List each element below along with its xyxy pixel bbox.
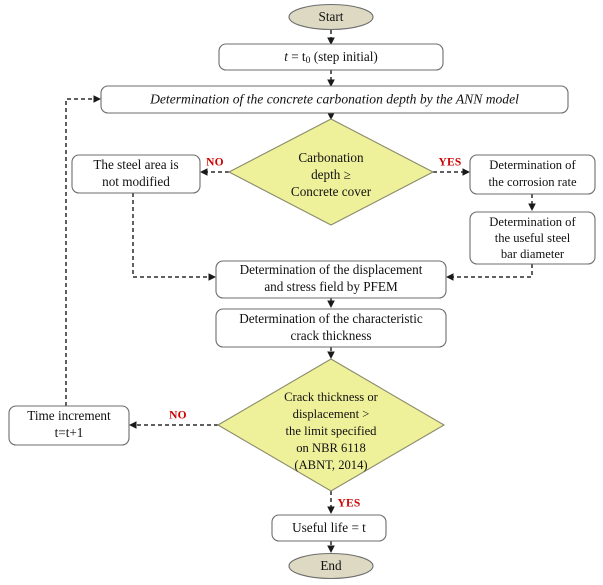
pfem-line-2: and stress field by PFEM bbox=[264, 279, 398, 294]
branch-label-carbonation-no: NO bbox=[206, 157, 224, 169]
edge-limit-no bbox=[129, 421, 218, 429]
edge-corrosion-to-diameter bbox=[528, 194, 536, 211]
end-ellipse bbox=[288, 552, 374, 580]
node-end[interactable]: End bbox=[288, 552, 374, 580]
edge-step-to-ann bbox=[327, 70, 335, 87]
edge-diameter-to-pfem bbox=[446, 264, 533, 281]
node-time-increment[interactable]: Time increment t=t+1 bbox=[8, 405, 130, 446]
node-ann-model[interactable]: Determination of the concrete carbonatio… bbox=[100, 85, 569, 114]
node-pfem[interactable]: Determination of the displacement and st… bbox=[215, 260, 447, 299]
edges-layer bbox=[65, 30, 536, 553]
node-crack-thickness[interactable]: Determination of the characteristic crac… bbox=[215, 308, 447, 348]
carbonation-line-1: Carbonation bbox=[298, 150, 364, 165]
carbonation-line-2: depth ≥ bbox=[311, 167, 351, 182]
edge-useful-life-to-end bbox=[327, 541, 335, 553]
node-steel-bar-diameter[interactable]: Determination of the useful steel bar di… bbox=[469, 211, 596, 265]
limit-line-5: (ABNT, 2014) bbox=[294, 458, 367, 472]
edge-limit-yes bbox=[327, 491, 335, 514]
node-steel-area-unmodified[interactable]: The steel area is not modified bbox=[71, 154, 201, 194]
corrosion-rate-box bbox=[469, 154, 596, 195]
pfem-line-1: Determination of the displacement bbox=[240, 262, 423, 277]
branch-label-carbonation-yes: YES bbox=[439, 157, 462, 169]
start-label: Start bbox=[319, 9, 344, 24]
step-initial-label: t = t0 (step initial) bbox=[284, 49, 378, 66]
ann-model-label: Determination of the concrete carbonatio… bbox=[149, 92, 519, 107]
steel-bar-diameter-box bbox=[469, 211, 596, 265]
node-carbonation-decision[interactable]: Carbonation depth ≥ Concrete cover bbox=[227, 118, 435, 226]
node-corrosion-rate[interactable]: Determination of the corrosion rate bbox=[469, 154, 596, 195]
carbonation-line-3: Concrete cover bbox=[291, 184, 372, 199]
steel-area-box bbox=[71, 154, 201, 194]
edge-time-increment-to-ann bbox=[65, 95, 101, 406]
edge-crack-to-limit bbox=[327, 347, 335, 359]
end-label: End bbox=[320, 558, 342, 573]
steel-bar-diameter-line-2: the useful steel bbox=[495, 231, 571, 245]
pfem-box bbox=[215, 260, 447, 299]
steel-area-line-1: The steel area is bbox=[93, 157, 178, 172]
time-increment-line-1: Time increment bbox=[27, 408, 111, 423]
steel-bar-diameter-line-3: bar diameter bbox=[501, 247, 565, 261]
node-useful-life[interactable]: Useful life = t bbox=[271, 514, 387, 542]
steel-area-line-2: not modified bbox=[102, 174, 170, 189]
limit-line-4: on NBR 6118 bbox=[296, 441, 366, 455]
limit-line-3: the limit specified bbox=[286, 424, 378, 438]
crack-thickness-box bbox=[215, 308, 447, 348]
corrosion-rate-line-1: Determination of bbox=[489, 158, 576, 172]
node-start[interactable]: Start bbox=[288, 3, 374, 31]
edge-carbonation-yes bbox=[433, 168, 470, 176]
branch-labels-layer: NO YES NO YES bbox=[169, 157, 461, 510]
step-initial-box bbox=[218, 43, 444, 71]
useful-life-label: Useful life = t bbox=[292, 520, 366, 535]
node-step-initial[interactable]: t = t0 (step initial) bbox=[218, 43, 444, 71]
limit-line-2: displacement > bbox=[293, 407, 370, 421]
corrosion-rate-line-2: the corrosion rate bbox=[488, 175, 577, 189]
edge-steel-area-to-pfem bbox=[132, 193, 216, 281]
branch-label-limit-no: NO bbox=[169, 410, 187, 422]
carbonation-diamond bbox=[227, 118, 435, 226]
edge-start-to-step bbox=[327, 30, 335, 45]
time-increment-box bbox=[8, 405, 130, 446]
time-increment-line-2: t=t+1 bbox=[55, 425, 84, 440]
node-limit-decision[interactable]: Crack thickness or displacement > the li… bbox=[216, 358, 446, 492]
branch-label-limit-yes: YES bbox=[338, 498, 361, 510]
nodes-layer: Start t = t0 (step initial) Determinatio… bbox=[8, 3, 596, 580]
crack-thickness-line-2: crack thickness bbox=[291, 328, 372, 343]
ann-model-box bbox=[100, 85, 569, 114]
start-ellipse bbox=[288, 3, 374, 31]
edge-pfem-to-crack bbox=[327, 298, 335, 308]
edge-carbonation-no bbox=[200, 168, 229, 176]
useful-life-box bbox=[271, 514, 387, 542]
crack-thickness-line-1: Determination of the characteristic bbox=[239, 311, 423, 326]
limit-diamond bbox=[216, 358, 446, 492]
steel-bar-diameter-line-1: Determination of bbox=[489, 215, 576, 229]
limit-line-1: Crack thickness or bbox=[284, 390, 379, 404]
